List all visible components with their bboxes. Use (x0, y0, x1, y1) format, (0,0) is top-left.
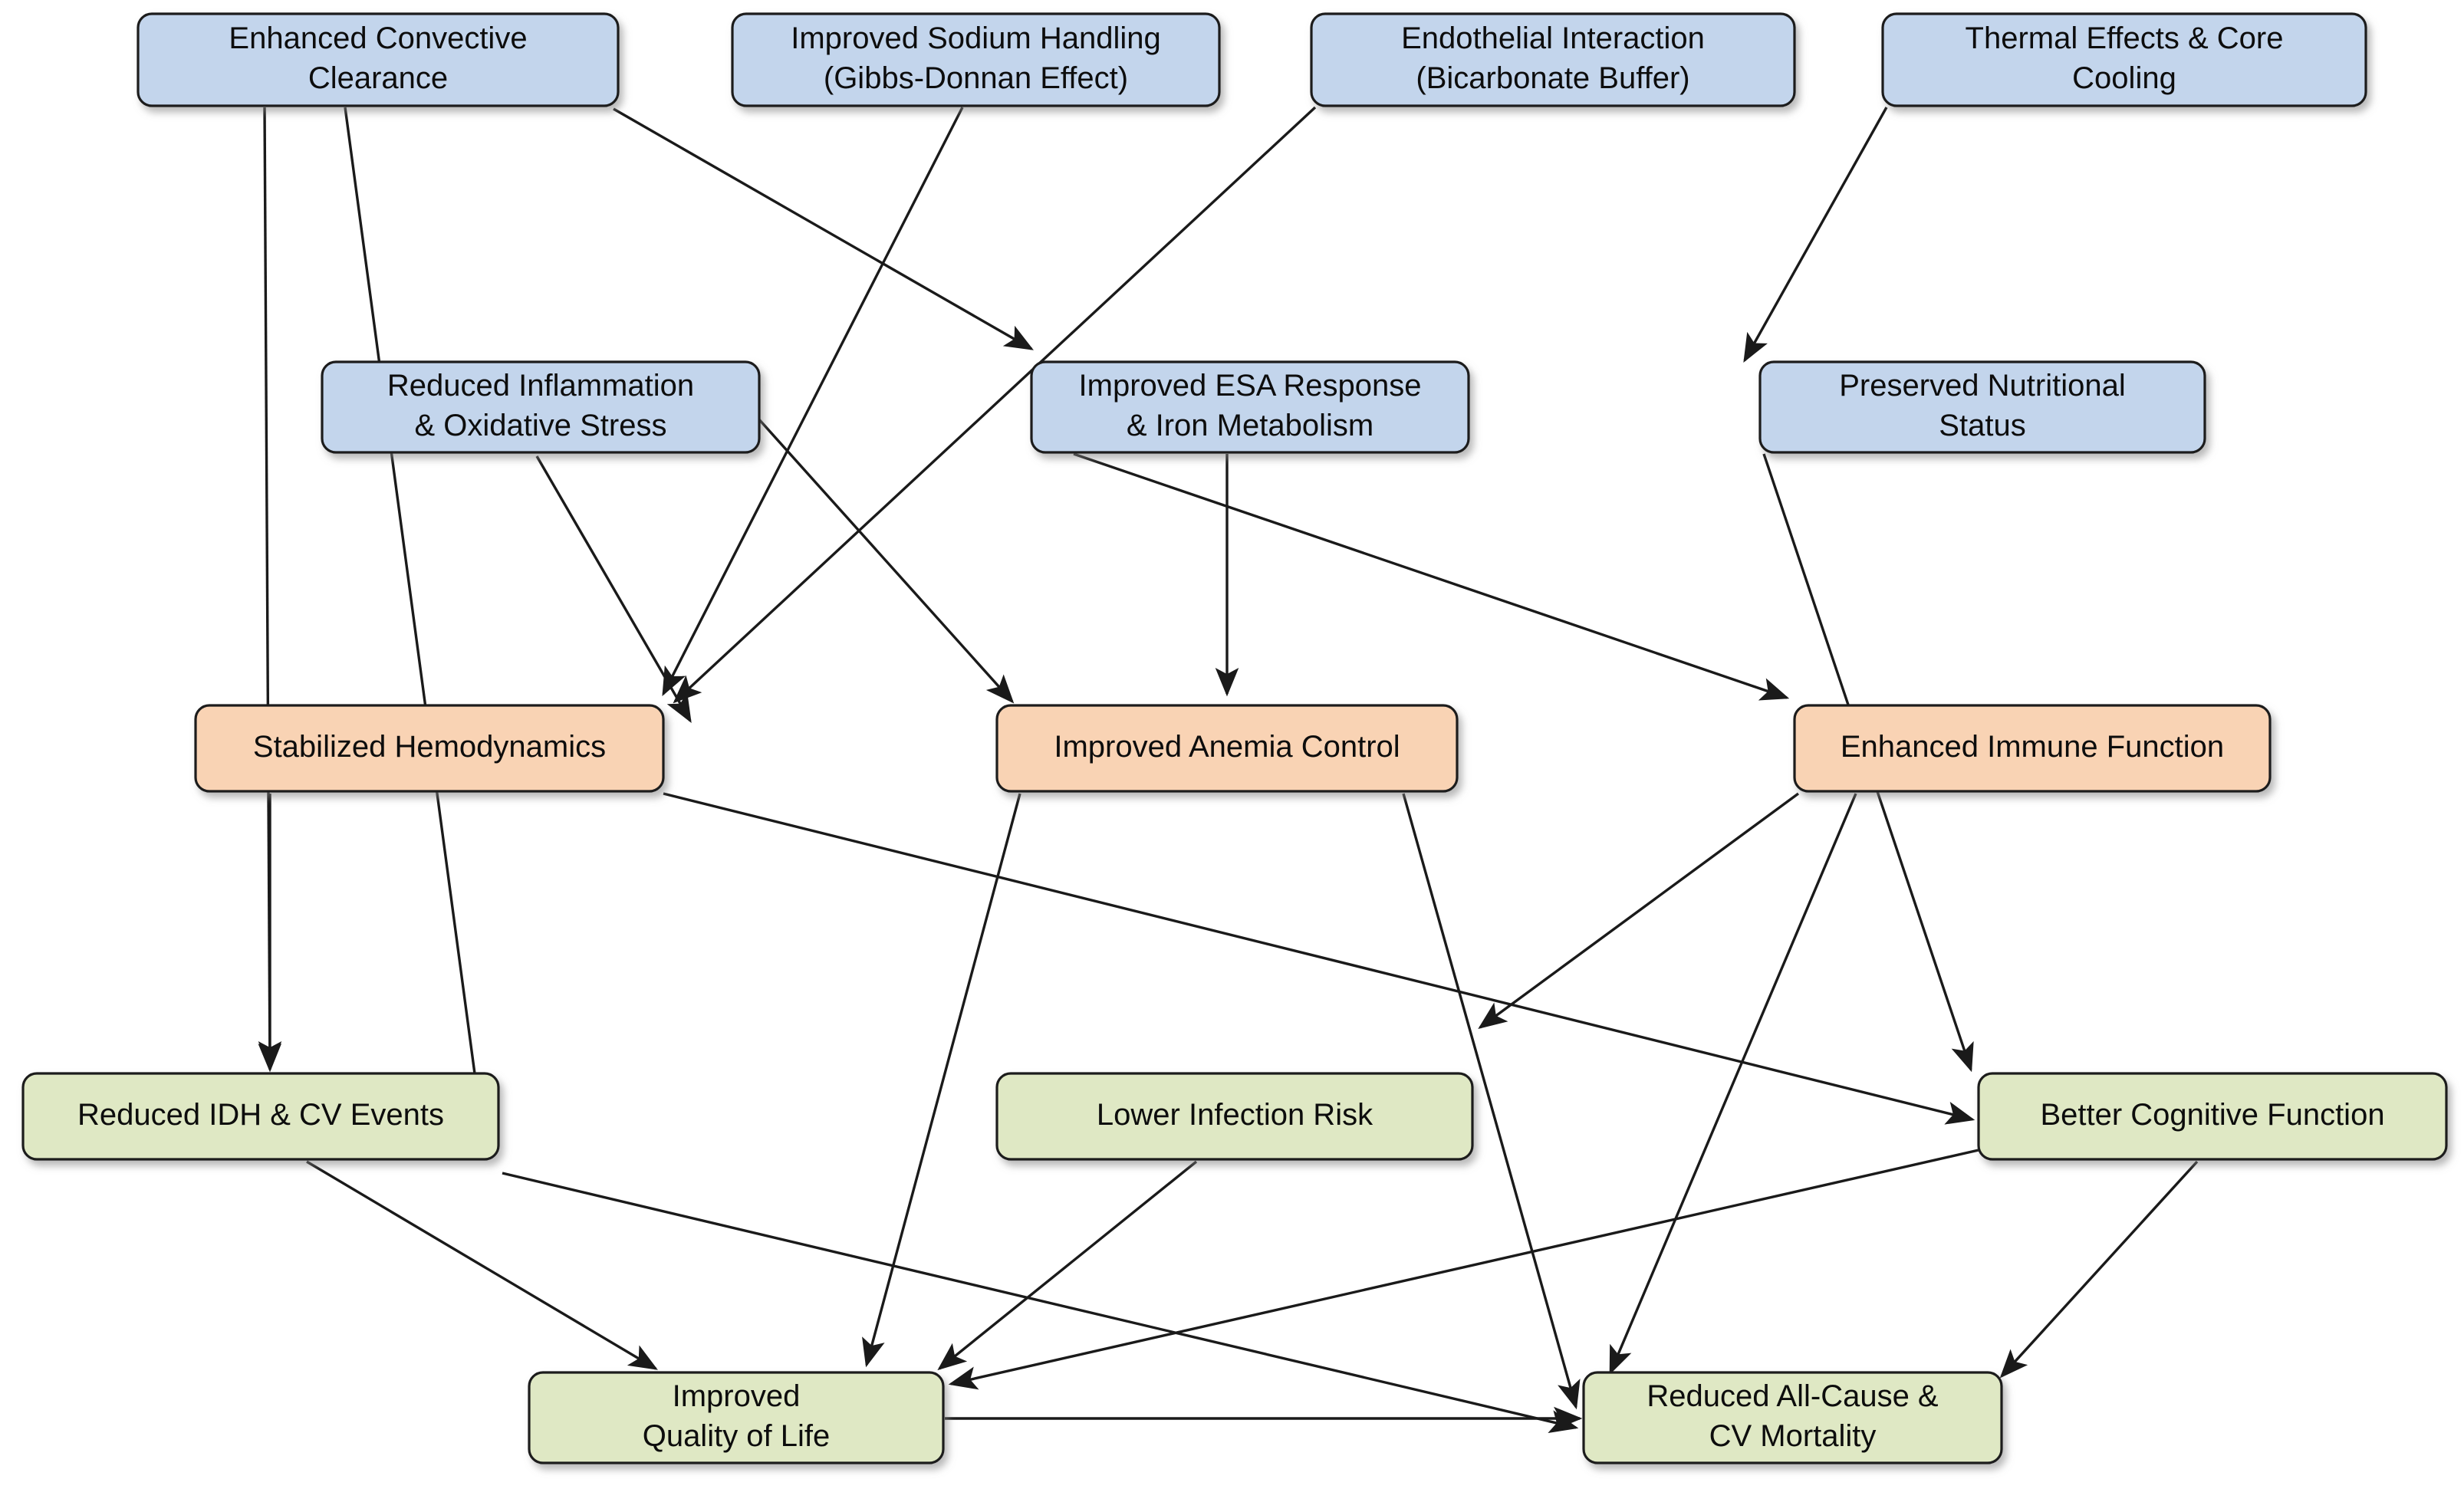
node-box-esa[interactable] (1030, 360, 1470, 454)
node-label-line: Quality of Life (643, 1419, 831, 1453)
node-label-anemia: Improved Anemia Control (1054, 730, 1400, 764)
node-label-line: Reduced Inflammation (387, 369, 694, 403)
node-label-line: Preserved Nutritional (1839, 369, 2126, 403)
node-label-line: Endothelial Interaction (1401, 21, 1705, 55)
node-label-line: (Bicarbonate Buffer) (1416, 61, 1689, 95)
node-box-nutrition[interactable] (1758, 360, 2206, 454)
node-box-sodium[interactable] (731, 12, 1221, 107)
node-label-line: Clearance (308, 61, 448, 95)
node-label-line: Lower Infection Risk (1097, 1098, 1373, 1132)
node-label-line: & Oxidative Stress (414, 409, 666, 442)
node-label-line: Improved Anemia Control (1054, 730, 1400, 764)
node-label-infection: Lower Infection Risk (1097, 1098, 1373, 1132)
node-endothelial[interactable]: Endothelial Interaction (Bicarbonate Buff… (1310, 12, 1796, 107)
edge-immune-to-mortality (1609, 793, 1857, 1376)
node-label-sodium: Improved Sodium Handling (Gibbs-Donnan Ef… (791, 21, 1160, 95)
node-label-line: CV Mortality (1709, 1419, 1877, 1453)
node-box-cognitive[interactable] (1977, 1072, 2448, 1161)
node-label-hemodynamics: Stabilized Hemodynamics (253, 730, 606, 764)
node-label-line: Status (1939, 409, 2025, 442)
edge-idh-to-qol (306, 1160, 658, 1370)
node-hemodynamics[interactable]: Stabilized Hemodynamics (194, 704, 665, 793)
edge-immune-to-infection (1478, 792, 1800, 1030)
node-cognitive[interactable]: Better Cognitive Function (1977, 1072, 2448, 1161)
node-box-hemodynamics[interactable] (194, 704, 665, 793)
edge-inflammation-to-anemia (756, 416, 1015, 704)
node-label-line: Improved ESA Response (1079, 369, 1422, 403)
node-box-inflammation[interactable] (321, 360, 761, 454)
node-label-inflammation: Reduced Inflammation & Oxidative Stress (387, 369, 694, 442)
node-label-line: Stabilized Hemodynamics (253, 730, 606, 764)
node-label-idh: Reduced IDH & CV Events (77, 1098, 444, 1132)
node-idh[interactable]: Reduced IDH & CV Events (21, 1072, 500, 1161)
node-label-cognitive: Better Cognitive Function (2040, 1098, 2384, 1132)
edge-sodium-to-hemodynamics (662, 107, 964, 697)
node-box-qol[interactable] (528, 1371, 945, 1464)
node-label-endothelial: Endothelial Interaction (Bicarbonate Buff… (1401, 21, 1705, 95)
node-box-convective[interactable] (137, 12, 620, 107)
node-box-endothelial[interactable] (1310, 12, 1796, 107)
edge-anemia-to-qol (862, 793, 1021, 1368)
node-box-mortality[interactable] (1582, 1371, 2003, 1464)
edge-thermal-to-nutrition (1743, 107, 1888, 363)
edge-hemodynamics-to-cognitive (663, 792, 1975, 1125)
node-label-line: Enhanced Immune Function (1841, 730, 2224, 764)
edge-idh-to-mortality (502, 1172, 1579, 1434)
node-box-thermal[interactable] (1881, 12, 2367, 107)
edge-endothelial-to-hemodynamics (673, 106, 1317, 704)
edge-cognitive-to-qol (948, 1149, 1979, 1390)
node-label-mortality: Reduced All-Cause & CV Mortality (1647, 1379, 1939, 1453)
edge-convective-to-esa (613, 107, 1034, 350)
node-label-line: Enhanced Convective (229, 21, 527, 55)
node-sodium[interactable]: Improved Sodium Handling (Gibbs-Donnan Ef… (731, 12, 1221, 107)
edge-anemia-to-mortality (1402, 793, 1581, 1410)
edge-inflammation-to-hemodynamics (535, 455, 692, 723)
node-box-immune[interactable] (1793, 704, 2272, 793)
node-label-esa: Improved ESA Response & Iron Metabolism (1079, 369, 1422, 442)
node-label-line: Improved Sodium Handling (791, 21, 1160, 55)
node-label-immune: Enhanced Immune Function (1841, 730, 2224, 764)
edge-cognitive-to-mortality (1999, 1160, 2199, 1379)
edges-layer (258, 106, 2199, 1434)
node-box-idh[interactable] (21, 1072, 500, 1161)
edge-convective-to-inflammation (344, 107, 488, 1111)
node-label-line: Reduced IDH & CV Events (77, 1098, 444, 1132)
node-box-infection[interactable] (995, 1072, 1474, 1161)
node-label-line: Thermal Effects & Core (1966, 21, 2284, 55)
node-label-line: Improved (673, 1379, 801, 1413)
node-label-line: & Iron Metabolism (1127, 409, 1373, 442)
edge-infection-to-qol (937, 1160, 1198, 1371)
node-box-anemia[interactable] (995, 704, 1459, 793)
edge-esa-to-immune (1073, 452, 1790, 701)
node-label-line: Cooling (2072, 61, 2176, 95)
node-label-line: Better Cognitive Function (2040, 1098, 2384, 1132)
node-esa[interactable]: Improved ESA Response & Iron Metabolism (1030, 360, 1470, 454)
node-label-line: Reduced All-Cause & (1647, 1379, 1939, 1413)
node-infection[interactable]: Lower Infection Risk (995, 1072, 1474, 1161)
node-label-line: (Gibbs-Donnan Effect) (824, 61, 1128, 95)
node-immune[interactable]: Enhanced Immune Function (1793, 704, 2272, 793)
node-inflammation[interactable]: Reduced Inflammation & Oxidative Stress (321, 360, 761, 454)
node-anemia[interactable]: Improved Anemia Control (995, 704, 1459, 793)
node-mortality[interactable]: Reduced All-Cause & CV Mortality (1582, 1371, 2003, 1464)
